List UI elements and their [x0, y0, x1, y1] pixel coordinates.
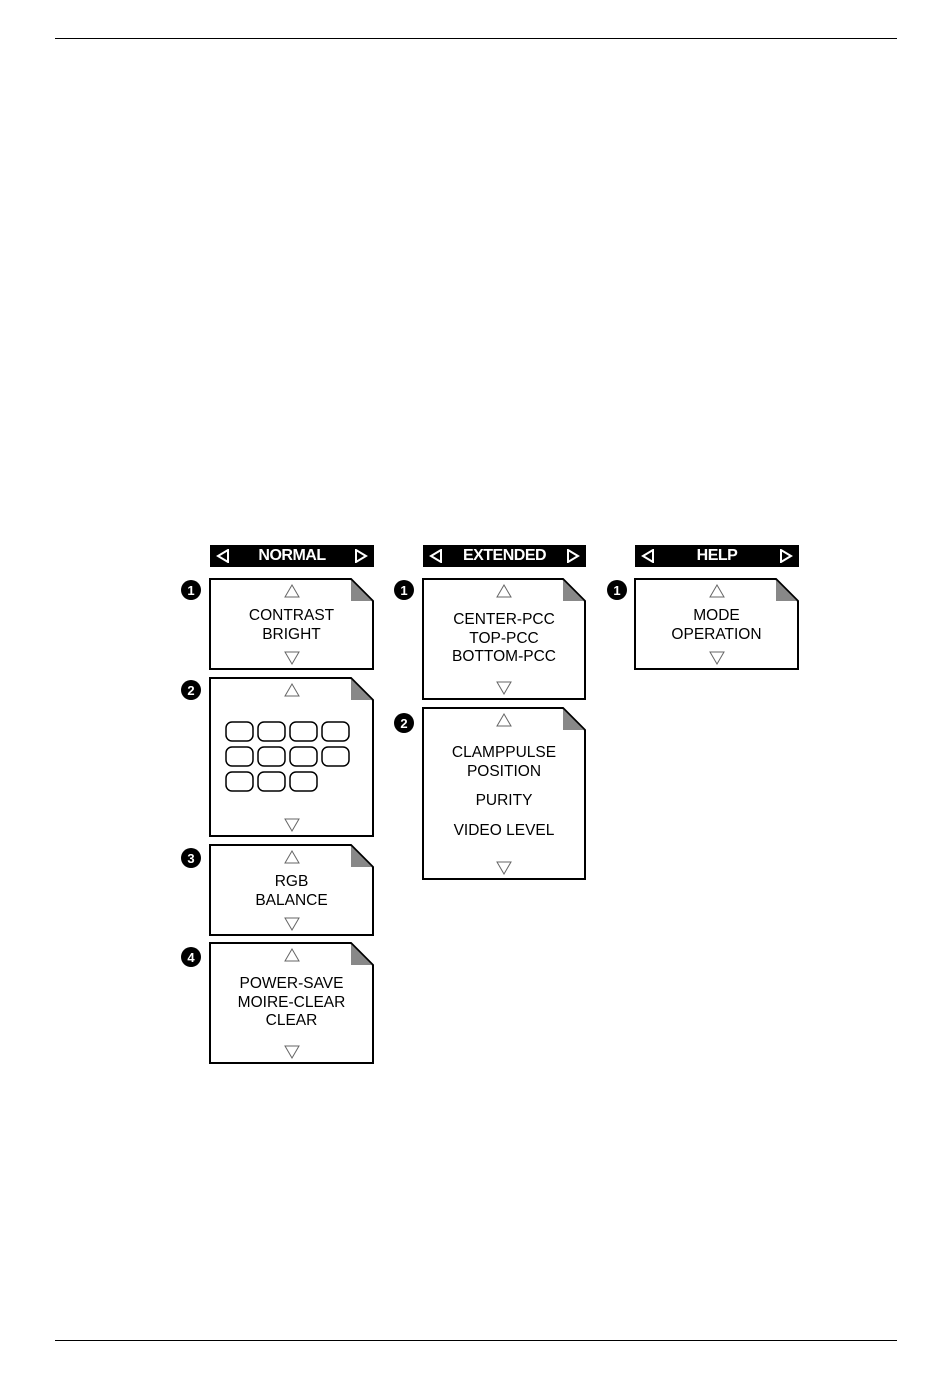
triangle-up-outline-icon[interactable] — [496, 713, 512, 727]
step-number: 1 — [181, 580, 201, 600]
triangle-left-icon[interactable] — [212, 545, 234, 567]
menu-item: CONTRAST — [209, 607, 374, 626]
menu-panel-contrast[interactable]: CONTRAST BRIGHT — [209, 578, 374, 670]
triangle-up-outline-icon[interactable] — [284, 850, 300, 864]
menu-panel-help[interactable]: MODE OPERATION — [634, 578, 799, 670]
adjustment-icon-grid — [225, 720, 355, 792]
menu-item: POSITION — [422, 763, 586, 782]
menu-item: POWER-SAVE — [209, 975, 374, 994]
triangle-down-outline-icon[interactable] — [284, 917, 300, 931]
triangle-up-outline-icon[interactable] — [496, 584, 512, 598]
triangle-left-icon[interactable] — [637, 545, 659, 567]
header-label: EXTENDED — [463, 547, 546, 565]
triangle-right-icon[interactable] — [775, 545, 797, 567]
menu-panel-clamp[interactable]: CLAMPPULSE POSITION PURITY VIDEO LEVEL — [422, 707, 586, 880]
triangle-down-outline-icon[interactable] — [284, 651, 300, 665]
bottom-rule — [55, 1340, 897, 1341]
menu-item: VIDEO LEVEL — [422, 822, 586, 841]
step-number: 2 — [394, 713, 414, 733]
header-extended[interactable]: EXTENDED — [423, 545, 586, 567]
header-help[interactable]: HELP — [635, 545, 799, 567]
triangle-up-outline-icon[interactable] — [284, 948, 300, 962]
triangle-down-outline-icon[interactable] — [496, 681, 512, 695]
header-normal[interactable]: NORMAL — [210, 545, 374, 567]
menu-panel-powersave[interactable]: POWER-SAVE MOIRE-CLEAR CLEAR — [209, 942, 374, 1064]
step-number: 4 — [181, 947, 201, 967]
menu-panel-rgb[interactable]: RGB BALANCE — [209, 844, 374, 936]
menu-item: CENTER-PCC — [422, 611, 586, 630]
triangle-left-icon[interactable] — [425, 545, 447, 567]
menu-item: PURITY — [422, 792, 586, 811]
step-number: 1 — [394, 580, 414, 600]
menu-item: MODE — [634, 607, 799, 626]
menu-item: BALANCE — [209, 892, 374, 911]
menu-item: BOTTOM-PCC — [422, 648, 586, 667]
menu-item: TOP-PCC — [422, 630, 586, 649]
top-rule — [55, 38, 897, 39]
header-label: NORMAL — [258, 547, 325, 565]
triangle-up-outline-icon[interactable] — [709, 584, 725, 598]
triangle-right-icon[interactable] — [350, 545, 372, 567]
menu-panel-pcc[interactable]: CENTER-PCC TOP-PCC BOTTOM-PCC — [422, 578, 586, 700]
triangle-down-outline-icon[interactable] — [284, 1045, 300, 1059]
step-number: 1 — [607, 580, 627, 600]
menu-item: MOIRE-CLEAR — [209, 994, 374, 1013]
menu-panel-icons[interactable] — [209, 677, 374, 837]
triangle-right-icon[interactable] — [562, 545, 584, 567]
menu-item: RGB — [209, 873, 374, 892]
triangle-up-outline-icon[interactable] — [284, 683, 300, 697]
triangle-up-outline-icon[interactable] — [284, 584, 300, 598]
menu-item: OPERATION — [634, 626, 799, 645]
menu-item: CLEAR — [209, 1012, 374, 1031]
triangle-down-outline-icon[interactable] — [709, 651, 725, 665]
step-number: 2 — [181, 680, 201, 700]
header-label: HELP — [697, 547, 738, 565]
triangle-down-outline-icon[interactable] — [496, 861, 512, 875]
menu-item: BRIGHT — [209, 626, 374, 645]
menu-item: CLAMPPULSE — [422, 744, 586, 763]
triangle-down-outline-icon[interactable] — [284, 818, 300, 832]
step-number: 3 — [181, 848, 201, 868]
